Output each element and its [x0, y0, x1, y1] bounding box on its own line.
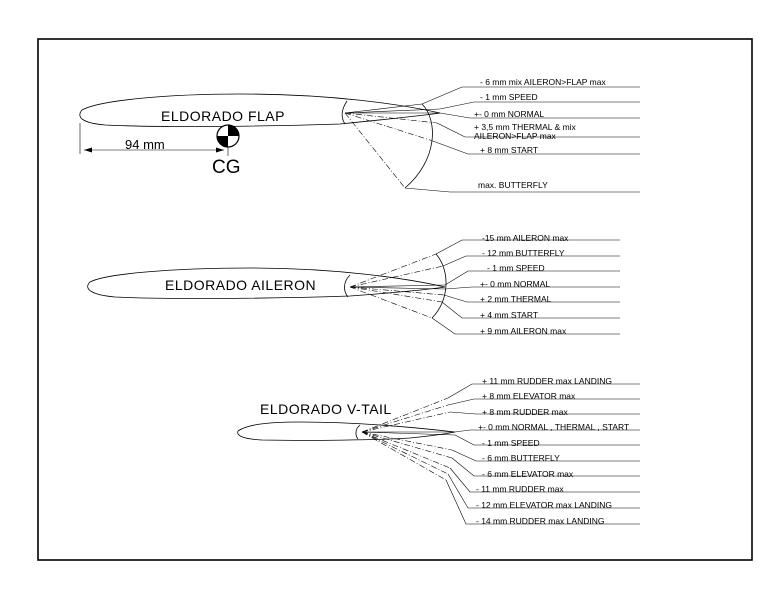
vtail-label-2: + 8 mm ELEVATOR max — [482, 391, 576, 401]
flap-airfoil — [79, 93, 441, 127]
flap-label-1: - 6 mm mix AILERON>FLAP max — [480, 77, 606, 87]
flap-label-5: AILERON>FLAP max — [474, 131, 557, 141]
vtail-label-4: +- 0 mm NORMAL , THERMAL , START — [478, 422, 629, 432]
vtail-label-7: - 6 mm ELEVATOR max — [482, 469, 574, 479]
aileron-airfoil — [87, 267, 446, 299]
aileron-label-1: -15 mm AILERON max — [482, 233, 569, 243]
vtail-airfoil — [237, 421, 456, 441]
vtail-section: ELDORADO V-TAIL + 11 mm RUDDER max LANDI… — [237, 376, 640, 526]
flap-label-4: + 3,5 mm THERMAL & mix — [474, 122, 577, 132]
flap-label-6: + 8 mm START — [480, 145, 538, 155]
vtail-label-9: - 12 mm ELEVATOR max LANDING — [476, 500, 612, 510]
flap-label-7: max. BUTTERFLY — [478, 180, 548, 190]
vtail-label-10: - 14 mm RUDDER max LANDING — [476, 516, 604, 526]
aileron-label-6: + 4 mm START — [480, 310, 538, 320]
cg-symbol-icon — [216, 124, 240, 148]
vtail-label-3: + 8 mm RUDDER max — [482, 407, 568, 417]
aileron-section: ELDORADO AILERON -15 mm AILERON max - 12… — [87, 233, 620, 336]
vtail-title: ELDORADO V-TAIL — [260, 401, 392, 417]
aileron-label-4: +- 0 mm NORMAL — [480, 279, 550, 289]
flap-label-3: +- 0 mm NORMAL — [474, 109, 544, 119]
aileron-title: ELDORADO AILERON — [165, 277, 316, 293]
flap-label-2: - 1 mm SPEED — [480, 92, 538, 102]
aileron-label-2: - 12 mm BUTTERFLY — [482, 248, 565, 258]
aileron-label-7: + 9 mm AILERON max — [480, 326, 567, 336]
flap-section: ELDORADO FLAP 94 mm CG - 6 mm mix AILERO… — [79, 77, 640, 193]
aileron-label-3: - 1 mm SPEED — [487, 263, 545, 273]
flap-title: ELDORADO FLAP — [161, 108, 285, 124]
vtail-label-1: + 11 mm RUDDER max LANDING — [482, 376, 612, 386]
drawing-frame — [37, 38, 753, 561]
cg-label: CG — [212, 157, 241, 178]
aileron-label-5: + 2 mm THERMAL — [480, 294, 552, 304]
vtail-label-8: - 11 mm RUDDER max — [476, 484, 564, 494]
vtail-label-5: - 1 mm SPEED — [482, 438, 540, 448]
flap-dimension: 94 mm — [125, 137, 165, 152]
vtail-label-6: - 6 mm BUTTERFLY — [482, 453, 560, 463]
